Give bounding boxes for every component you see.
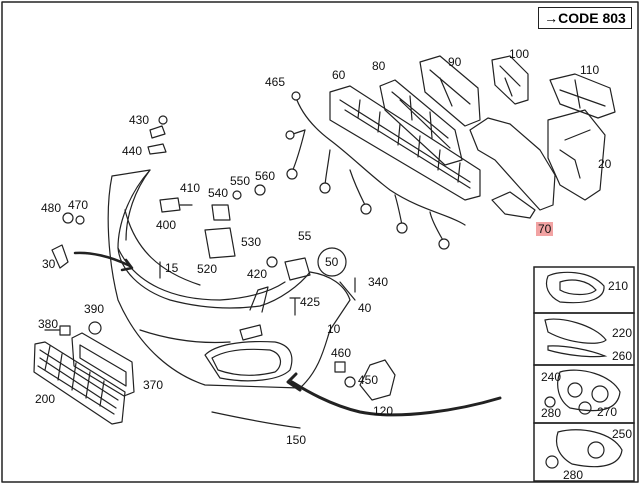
callout-370: 370 [143,378,164,392]
license-plate-holder [71,332,135,397]
callout-80: 80 [372,59,386,73]
callout-220: 220 [612,326,633,340]
callout-40: 40 [358,301,372,315]
bracket-120 [359,359,396,401]
code-label: →CODE 803 [538,7,632,29]
callout-440: 440 [122,144,143,158]
clip-440 [147,143,167,155]
bracket-100 [491,55,529,105]
clip-460 [334,361,346,373]
callout-50: 50 [325,255,339,269]
callout-460: 460 [331,346,352,360]
bracket-70 [491,191,536,219]
fog-trim-210 [545,271,605,304]
grille-240 [557,369,621,412]
callout-110: 110 [580,63,600,77]
callout-120: 120 [373,404,394,418]
callout-20: 20 [598,157,612,171]
callout-400: 400 [156,218,177,232]
bolt-380 [44,325,71,336]
callout-30: 30 [42,257,56,271]
bracket-540 [211,204,231,221]
callout-340: 340 [368,275,389,289]
callout-250: 250 [612,427,633,441]
callout-430: 430 [129,113,150,127]
control-unit-520 [204,227,236,259]
grommet-390 [88,321,102,335]
side-bracket-20 [469,109,606,211]
strip-260 [547,345,608,358]
sensor-450 [344,376,356,388]
callout-425: 425 [300,295,321,309]
callout-480: 480 [41,201,62,215]
callout-200: 200 [35,392,56,406]
callout-100: 100 [509,47,530,61]
lower-grille [33,341,126,425]
callout-530: 530 [241,235,262,249]
callout-280-b: 280 [563,468,584,482]
grille-220 [544,318,607,344]
callout-55: 55 [298,229,312,243]
sensor-480 [62,212,74,224]
bracket-110 [549,73,616,119]
callout-380: 380 [38,317,59,331]
callout-270: 270 [597,405,618,419]
trim-strip-150 [211,411,301,429]
callout-470: 470 [68,198,89,212]
callout-150: 150 [286,433,307,447]
callout-90: 90 [448,55,462,69]
grille-250 [555,429,623,468]
callout-circle-50 [317,247,347,277]
callout-450: 450 [358,373,379,387]
callout-60: 60 [332,68,346,82]
bracket-55 [284,257,311,281]
callout-260: 260 [612,349,633,363]
callout-410: 410 [180,181,201,195]
callout-390: 390 [84,302,105,316]
callout-70: 70 [536,222,554,236]
impact-absorber [329,55,481,201]
callout-420: 420 [247,267,268,281]
callout-280-a: 280 [541,406,562,420]
callout-10: 10 [327,322,341,336]
sensor-holder-400 [159,197,181,213]
callout-465: 465 [265,75,286,89]
callout-560: 560 [255,169,276,183]
callout-520: 520 [197,262,218,276]
cover-30 [51,244,69,269]
callout-15: 15 [165,261,179,275]
callout-240: 240 [541,370,562,384]
callout-550: 550 [230,174,251,188]
callout-210: 210 [608,279,629,293]
bumper-cover [107,169,351,389]
holder-430 [149,125,166,139]
callout-540: 540 [208,186,229,200]
